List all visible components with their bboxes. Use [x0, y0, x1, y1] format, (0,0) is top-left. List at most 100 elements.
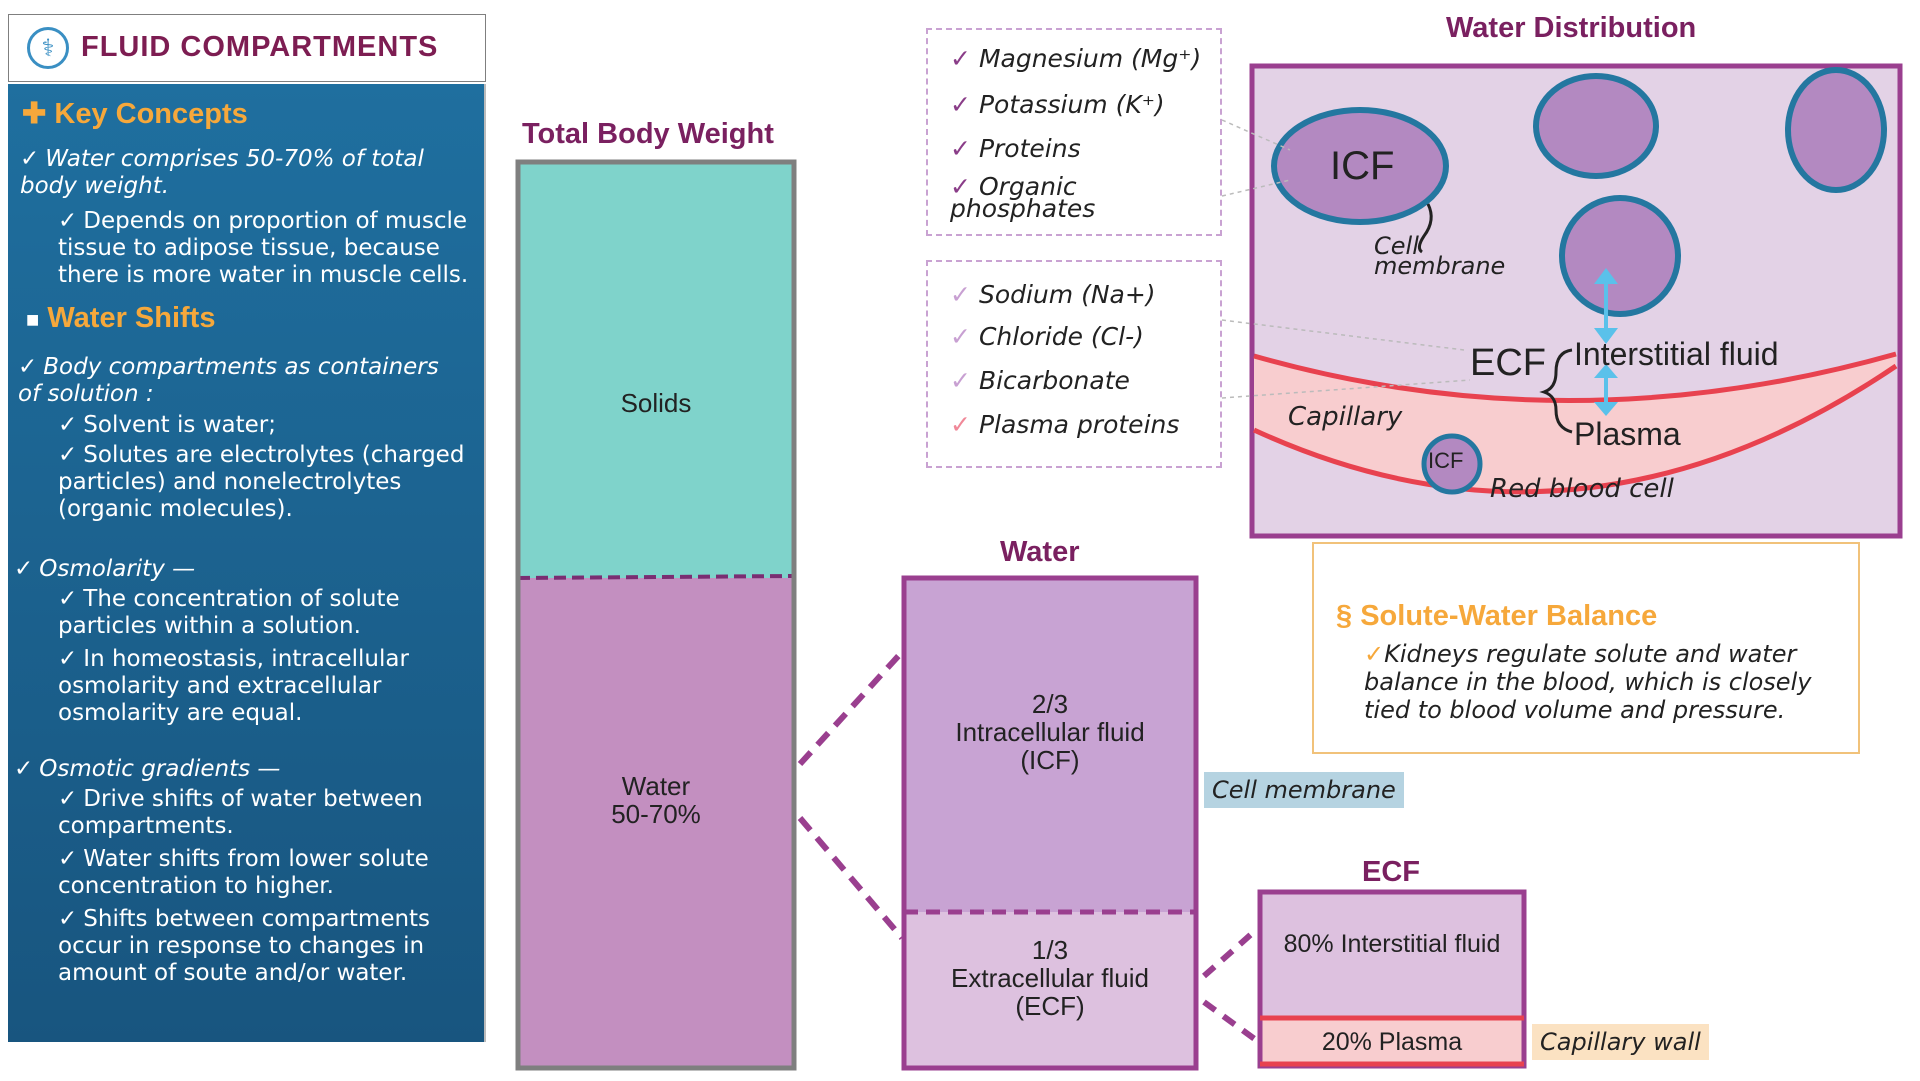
icf-name: Intracellular fluid [955, 717, 1145, 747]
ecf-distribution-label: ECF [1470, 342, 1546, 384]
ion-item: ✓Bicarbonate [950, 366, 1130, 395]
check-icon: ✓ [950, 322, 971, 351]
shift-item: ✓Body compartments as containers of solu… [18, 354, 439, 407]
icf-cell-label: ICF [1330, 144, 1395, 188]
key-concepts-heading: ✚ Key Concepts [22, 98, 248, 130]
connector-line [1202, 999, 1258, 1043]
check-icon: ✓ [58, 208, 78, 234]
check-icon: ✓ [950, 44, 971, 73]
ion-item: ✓Sodium (Na+) [950, 280, 1156, 309]
shift-subitem: ✓In homeostasis, intracellular osmolarit… [58, 646, 409, 726]
ecf-brace [1539, 348, 1573, 434]
water-pct: 50-70% [611, 799, 701, 829]
shift-subitem: ✓Shifts between compartments occur in re… [58, 906, 431, 986]
ecf-block [904, 912, 1196, 1068]
icf-abbr: (ICF) [1020, 745, 1080, 775]
kidney-symbol-icon: § [1336, 600, 1353, 632]
water-label: Water [621, 771, 691, 801]
check-icon: ✓ [58, 846, 78, 872]
water-distribution-heading: Water Distribution [1446, 12, 1697, 44]
osmotic-gradients-item: ✓Osmotic gradients — [14, 756, 281, 782]
bullet-square-icon: ■ [26, 307, 40, 332]
shift-subitem: ✓Water shifts from lower solute concentr… [58, 846, 429, 899]
water-block [518, 578, 794, 1068]
solids-block [518, 162, 794, 578]
check-icon: ✓ [18, 354, 38, 380]
check-icon: ✓ [950, 90, 971, 119]
cell-membrane-tag: Cell membrane [1204, 772, 1404, 808]
check-icon: ✓ [58, 646, 78, 672]
check-icon: ✓ [950, 366, 971, 395]
connector-line [797, 816, 905, 940]
ion-item: ✓Chloride (Cl-) [950, 322, 1144, 351]
balance-text: ✓Kidneys regulate solute and water balan… [1364, 640, 1812, 724]
check-icon: ✓ [950, 172, 971, 201]
check-icon: ✓ [20, 146, 40, 172]
concept-subitem: ✓Depends on proportion of muscle tissue … [58, 208, 469, 288]
check-icon: ✓ [950, 134, 971, 163]
interstitial-fluid-label: Interstitial fluid [1574, 336, 1779, 372]
icf-ions-box [926, 28, 1222, 236]
ecf-abbr: (ECF) [1015, 991, 1085, 1021]
membrane-pointer [1417, 203, 1433, 254]
ecf-name: Extracellular fluid [951, 963, 1149, 993]
capillary-label: Capillary [1288, 402, 1403, 432]
rbc-icf-label: ICF [1428, 448, 1464, 473]
check-icon: ✓ [58, 906, 78, 932]
shift-subitem: ✓The concentration of solute particles w… [58, 586, 400, 639]
balance-heading: § Solute-Water Balance [1336, 600, 1658, 632]
capillary-wall-tag: Capillary wall [1532, 1024, 1709, 1060]
total-body-weight-heading: Total Body Weight [522, 118, 774, 150]
solids-water-divider [517, 574, 795, 580]
capillary-lower-wall [1252, 363, 1898, 495]
cell [1785, 67, 1887, 193]
ecf-ions-box [926, 260, 1222, 468]
solids-label: Solids [620, 388, 692, 418]
shift-subitem: ✓Drive shifts of water between compartme… [58, 786, 423, 839]
solute-water-balance-box [1312, 542, 1860, 754]
interstitial-block [1260, 892, 1524, 1018]
concept-item: ✓Water comprises 50-70% of total body we… [20, 146, 424, 199]
cell [1559, 195, 1681, 317]
ecf-fraction: 1/3 [1031, 935, 1069, 965]
check-icon: ✓ [14, 556, 34, 582]
header-bar: ⚕ FLUID COMPARTMENTS [8, 14, 486, 82]
check-icon: ✓ [58, 786, 78, 812]
ecf-heading: ECF [1362, 856, 1420, 888]
check-icon: ✓ [14, 756, 34, 782]
cell-membrane-label: Cell membrane [1374, 232, 1506, 280]
red-blood-cell [1421, 433, 1483, 495]
page-title: FLUID COMPARTMENTS [81, 31, 439, 63]
check-icon: ✓ [1364, 640, 1385, 668]
check-icon: ✓ [950, 280, 971, 309]
water-outline [901, 575, 1199, 1071]
caduceus-logo-icon: ⚕ [27, 27, 69, 69]
osmolarity-item: ✓Osmolarity — [14, 556, 196, 582]
check-icon: ✓ [950, 410, 971, 439]
check-icon: ✓ [58, 442, 78, 468]
key-concepts-panel [8, 84, 486, 1042]
ion-item: ✓Potassium (K⁺) [950, 90, 1165, 119]
cell [1533, 73, 1659, 179]
icf-block [904, 578, 1196, 912]
icf-cell [1271, 107, 1449, 225]
body-weight-outline [515, 159, 797, 1071]
plasma-label: 20% Plasma [1321, 1028, 1463, 1056]
plasma-block [1260, 1018, 1524, 1066]
plasma-distribution-label: Plasma [1574, 416, 1681, 452]
water-shifts-heading: ■ Water Shifts [26, 302, 216, 334]
water-percent-label: Water 50-70% [518, 772, 794, 828]
check-icon: ✓ [58, 412, 78, 438]
interstitial-label: 80% Interstitial fluid [1283, 930, 1501, 958]
water-heading: Water [1000, 536, 1080, 568]
check-icon: ✓ [58, 586, 78, 612]
icf-label: 2/3 Intracellular fluid (ICF) [904, 690, 1196, 774]
capillary-upper-wall [1253, 351, 1897, 403]
connector-line [1202, 927, 1258, 979]
shift-subitem: ✓Solutes are electrolytes (charged parti… [58, 442, 465, 522]
ecf-label: 1/3 Extracellular fluid (ECF) [904, 936, 1196, 1020]
red-blood-cell-label: Red blood cell [1490, 474, 1674, 504]
ion-item: ✓Plasma proteins [950, 410, 1180, 439]
connector-line [797, 649, 905, 767]
